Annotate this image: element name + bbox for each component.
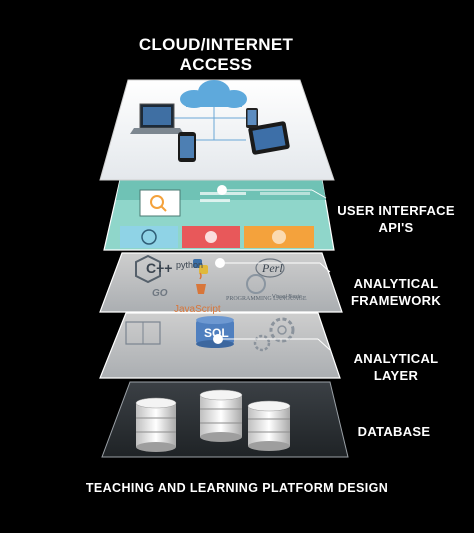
diagram-footer-caption: TEACHING AND LEARNING PLATFORM DESIGN xyxy=(85,481,389,495)
database-cylinder-icon xyxy=(247,400,291,451)
perl-logo-icon xyxy=(255,258,285,278)
tablet-icon xyxy=(248,121,290,155)
go-label: GO xyxy=(152,288,168,299)
connector-lines xyxy=(218,189,331,351)
user-interface-plane xyxy=(103,179,335,251)
smartphone-icon xyxy=(246,108,258,128)
analytical-layer-plane xyxy=(99,312,341,379)
label-analytical-framework-2: FRAMEWORK xyxy=(350,293,442,308)
visual-basic-label: Visual Basic xyxy=(272,294,302,300)
phone-icon xyxy=(178,132,196,162)
label-analytical-layer-2: LAYER xyxy=(373,368,419,383)
gear-icon xyxy=(253,317,295,352)
cloud-access-plane xyxy=(99,79,335,181)
programming-language-label: PROGRAMMING LANGUAGE xyxy=(226,296,307,302)
connector-dot xyxy=(217,185,227,195)
database-layer xyxy=(101,381,349,458)
sql-database-icon xyxy=(196,316,234,348)
connector-dot xyxy=(215,258,225,268)
swirl-icon xyxy=(246,274,266,294)
connector-dot xyxy=(213,334,223,344)
java-cup-icon xyxy=(196,272,206,294)
label-analytical-framework-1: ANALYTICAL xyxy=(353,276,439,291)
laptop-icon xyxy=(130,103,184,134)
monitor-icon xyxy=(139,189,181,217)
cloud-icon xyxy=(180,80,247,108)
diagram-title-line-2: ACCESS xyxy=(179,55,253,74)
label-analytical-layer-1: ANALYTICAL xyxy=(353,351,439,366)
cpp-label: C++ xyxy=(146,260,172,276)
diagram-title-line-1: CLOUD/INTERNET xyxy=(138,35,294,54)
label-database: DATABASE xyxy=(357,424,431,439)
ui-tile-globe xyxy=(120,226,178,248)
analytical-framework-plane xyxy=(99,252,343,313)
database-cylinder-icon xyxy=(135,397,177,452)
label-user-interface: USER INTERFACE xyxy=(337,203,455,218)
database-cylinder-icon xyxy=(199,389,243,442)
magnifier-icon xyxy=(150,195,164,209)
label-apis: API'S xyxy=(378,220,414,235)
globe-icon xyxy=(141,229,157,245)
javascript-label: JavaScript xyxy=(174,304,221,315)
perl-label: Perl xyxy=(261,261,283,275)
cpp-logo-icon xyxy=(135,254,161,284)
python-logo-icon xyxy=(193,259,208,274)
python-label: python xyxy=(176,260,203,270)
sql-label: SQL xyxy=(204,326,229,340)
